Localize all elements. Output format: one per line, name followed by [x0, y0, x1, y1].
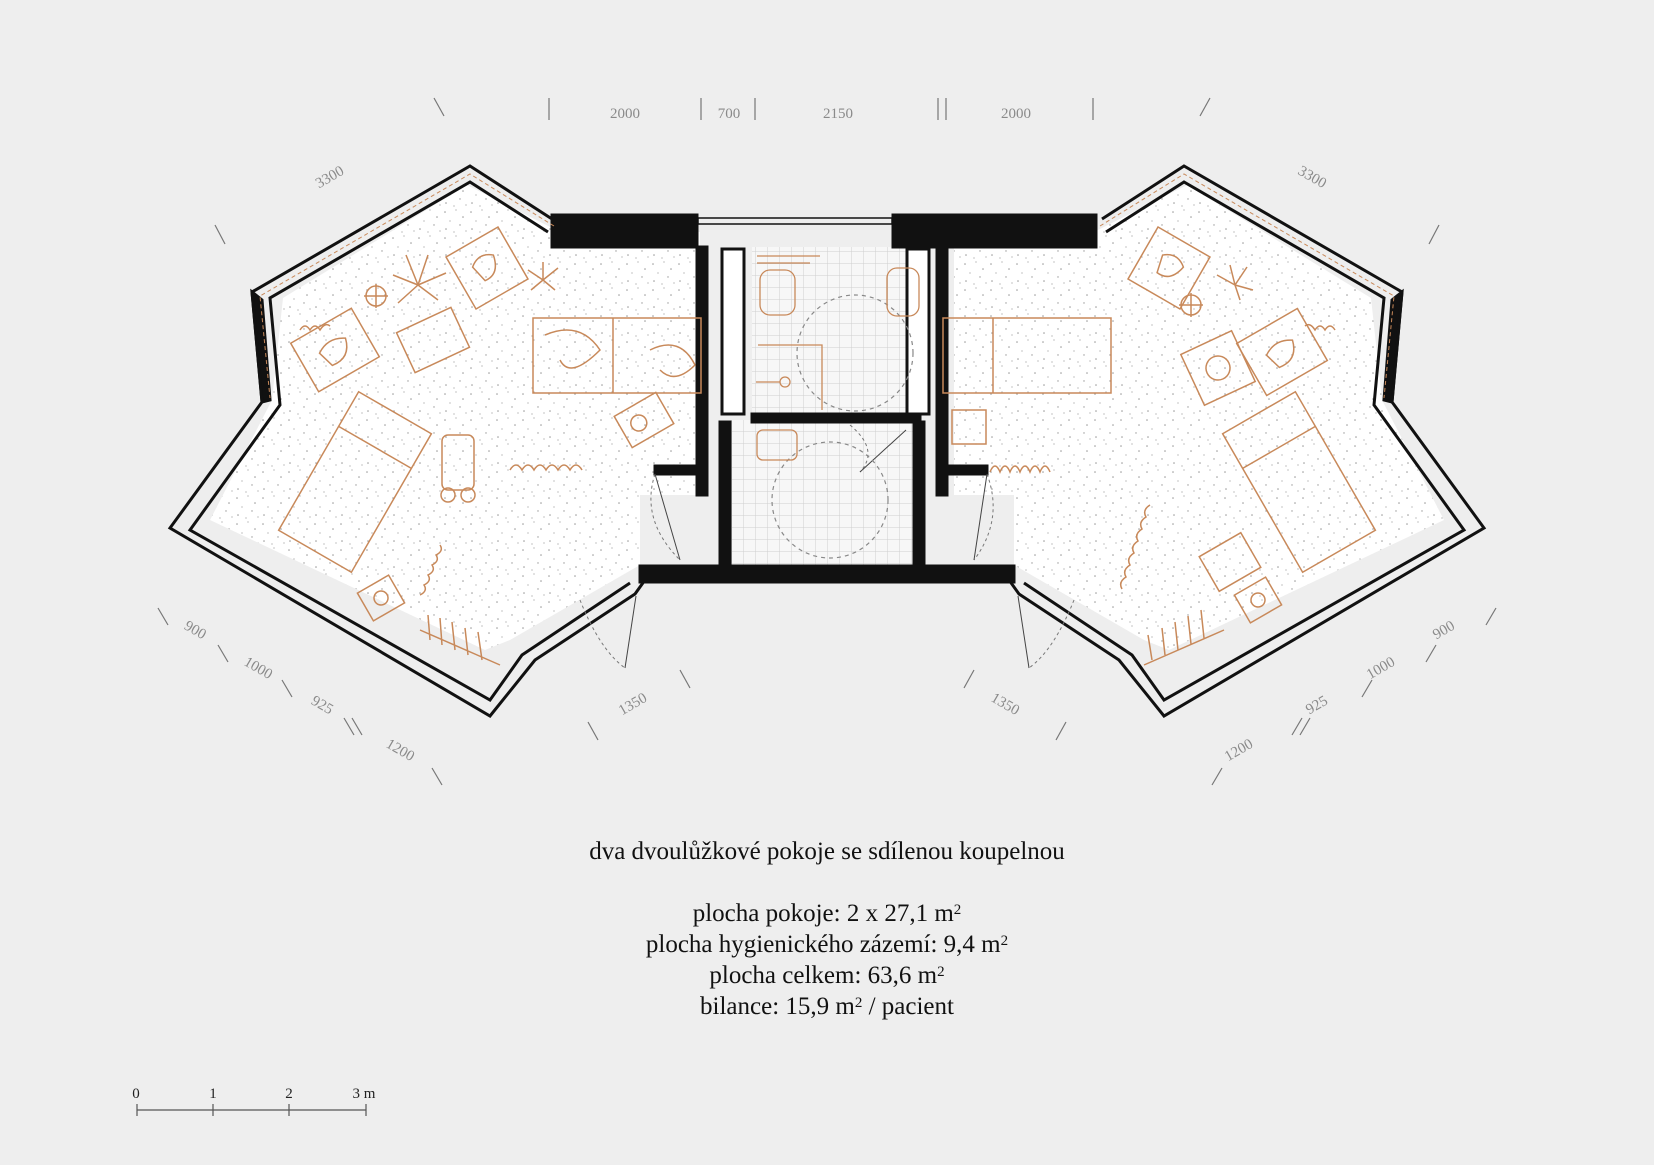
room-left-floor [210, 185, 700, 650]
dim-entrance-left: 1350 [616, 690, 650, 719]
bed-icon [1221, 390, 1377, 574]
turning-circles [771, 294, 914, 559]
scale-label-1: 1 [209, 1086, 217, 1102]
dim-diag-right: 3300 [1295, 163, 1329, 192]
armchair-icon [1235, 307, 1329, 397]
shower-tray-icon [758, 344, 823, 410]
plant-icon [1216, 264, 1254, 301]
dim-top-1: 2000 [610, 106, 640, 122]
caption: dva dvoulůžkové pokoje se sdílenou koupe… [0, 838, 1654, 1022]
room-right-floor [954, 185, 1444, 650]
toilet-icon [759, 269, 796, 316]
scale-label-3: 3 m [353, 1086, 376, 1102]
table-icon [1179, 329, 1257, 407]
scale-label-0: 0 [132, 1086, 140, 1102]
wheelchair-icon [440, 434, 476, 503]
grab-bar-icon [757, 255, 820, 264]
dim-top-4: 2000 [1001, 106, 1031, 122]
scale-label-2: 2 [285, 1086, 293, 1102]
plant-icon [527, 262, 559, 291]
dim-top-3: 2150 [823, 106, 853, 122]
dim-diag-left: 3300 [313, 163, 347, 192]
plant-icon [392, 254, 447, 304]
nightstand-icon [1233, 576, 1283, 624]
dim-br-3: 925 [1303, 693, 1330, 718]
armchair-icon [289, 307, 381, 393]
dim-top-2: 700 [718, 106, 741, 122]
bed-icon [532, 317, 702, 394]
wardrobe-icon [1143, 609, 1225, 666]
dim-bl-3: 925 [308, 693, 335, 718]
nightstand-icon [1198, 531, 1262, 593]
doors[interactable] [579, 424, 1075, 669]
curtain-icon [299, 323, 331, 332]
bed-icon [942, 317, 1112, 394]
nightstand-icon [951, 409, 987, 445]
right-room-furniture [942, 225, 1377, 666]
curtain-icon [1119, 504, 1151, 590]
bathroom-fixtures [756, 255, 920, 461]
dim-br-2: 1000 [1364, 654, 1398, 683]
caption-title: dva dvoulůžkové pokoje se sdílenou koupe… [589, 838, 1065, 865]
area-total: plocha celkem: 63,6 m2 [709, 962, 945, 989]
dim-entrance-right: 1350 [988, 690, 1022, 719]
area-bathroom: plocha hygienického zázemí: 9,4 m2 [645, 931, 1009, 958]
area-per-patient: bilance: 15,9 m2 / pacient [700, 993, 954, 1020]
sink-icon [886, 267, 920, 317]
curtain-icon [419, 544, 443, 596]
bed-icon [277, 390, 433, 574]
armchair-icon [444, 225, 530, 311]
dim-bl-1: 900 [181, 618, 208, 643]
wardrobe-icon [419, 614, 501, 666]
scale-bar: 0 1 2 3 m [132, 1086, 376, 1116]
dim-br-4: 1200 [1222, 736, 1256, 765]
walls [167, 164, 1487, 718]
left-room-furniture [277, 225, 702, 666]
nightstand-icon [356, 574, 406, 622]
dim-bl-4: 1200 [383, 736, 417, 765]
bathroom-floor [720, 247, 920, 565]
nightstand-icon [613, 391, 675, 449]
dimension-ticks [157, 97, 1497, 786]
plant-icon [364, 284, 388, 308]
curtain-icon [989, 465, 1051, 474]
table-icon [395, 306, 471, 374]
curtain-icon [509, 464, 583, 472]
window-lines [259, 173, 1395, 399]
plant-icon [1179, 293, 1203, 317]
dim-bl-2: 1000 [241, 654, 275, 683]
dim-br-1: 900 [1430, 618, 1457, 643]
area-room: plocha pokoje: 2 x 27,1 m2 [692, 900, 962, 927]
toilet-icon [756, 429, 798, 461]
armchair-icon [1126, 225, 1212, 311]
curtain-icon [1304, 323, 1336, 332]
